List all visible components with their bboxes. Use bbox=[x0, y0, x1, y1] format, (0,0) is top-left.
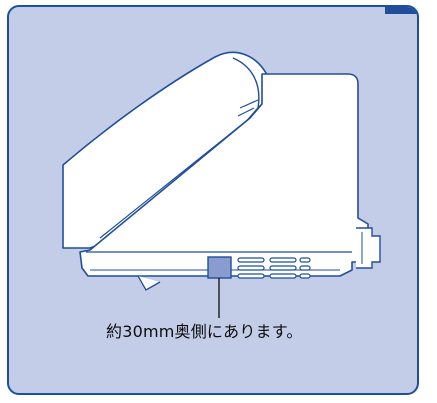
vent-slats bbox=[237, 257, 311, 279]
device-base-body bbox=[79, 73, 369, 277]
hinge-detail bbox=[237, 99, 259, 117]
rear-connector bbox=[356, 227, 381, 269]
device-foot bbox=[137, 275, 161, 291]
hinge-curve bbox=[232, 57, 260, 109]
corner-tab bbox=[385, 7, 417, 14]
callout-target-slot bbox=[207, 256, 232, 279]
callout-caption: 約30mm奥側にあります。 bbox=[106, 322, 303, 341]
